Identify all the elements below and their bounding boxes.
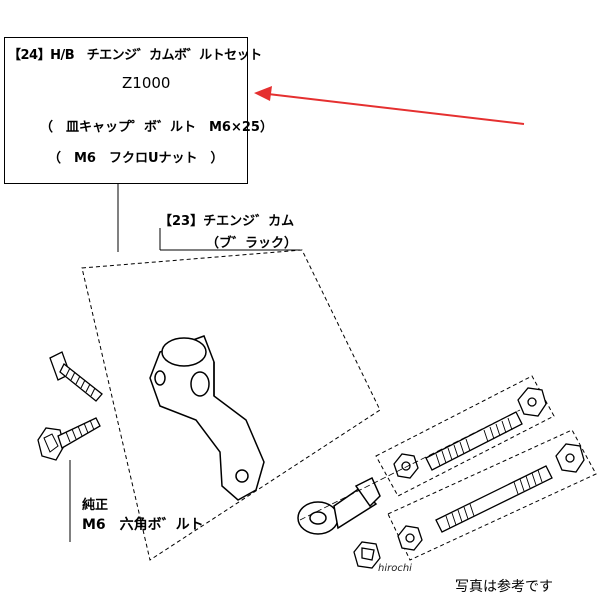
part-24-title: 【24】H/B チエンジ゛カムボ゛ルトセット <box>8 48 262 63</box>
reference-caption: 写真は参考です <box>455 579 553 595</box>
countersunk-bolt <box>49 351 103 402</box>
part-23-color: （ブ゛ラック） <box>206 236 298 251</box>
part-24-bolt-spec: （ 皿キャップ゜ボ゛ルト M6×25） <box>40 120 273 135</box>
part-24-model: Z1000 <box>122 74 171 92</box>
lower-rod-assembly <box>397 443 585 551</box>
standard-bolt-spec: M6 六角ボ゛ルト <box>82 517 204 533</box>
part-24-label-box <box>4 37 248 184</box>
hex-head-bolt <box>37 417 101 461</box>
acorn-nut <box>353 541 381 569</box>
part-24-nut-spec: （ M6 フクロUナット ） <box>48 151 224 166</box>
part-23-title: 【23】チエンジ゛カム <box>159 214 295 229</box>
standard-bolt-label: 純正 <box>82 498 109 513</box>
dashed-outline-cam <box>81 249 381 561</box>
axis-line <box>299 409 521 521</box>
upper-rod-assembly <box>393 387 547 479</box>
watermark-text: hirochi <box>378 563 412 574</box>
change-cam <box>149 335 265 501</box>
pointer-arrow <box>254 86 525 125</box>
dashed-outline-rod-bottom <box>387 429 597 561</box>
dashed-outline-rod-top <box>375 375 555 497</box>
